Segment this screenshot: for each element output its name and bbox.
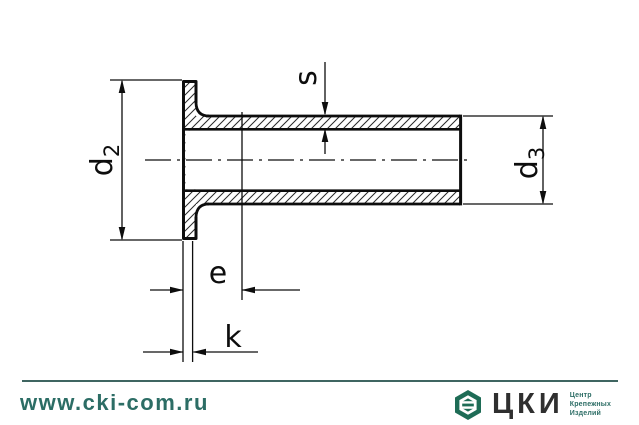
head-top-fillet xyxy=(194,102,210,118)
drawing-area: d2 s d3 e k xyxy=(85,62,553,362)
d3-arrow-up xyxy=(539,115,547,129)
d3-arrow-down xyxy=(539,191,547,205)
dim-label-k: k xyxy=(224,320,242,355)
s-arrow-down xyxy=(321,102,329,116)
logo-tagline-line1: Центр xyxy=(569,392,592,399)
d2-arrow-down xyxy=(118,227,126,241)
head-bottom-fillet xyxy=(194,202,210,218)
dim-label-s: s xyxy=(289,70,324,86)
s-arrow-up xyxy=(321,128,329,142)
logo-abbreviation: ЦКИ xyxy=(492,388,564,420)
k-arrow-left xyxy=(192,348,206,356)
tube-bottom-wall-hatch xyxy=(196,191,460,204)
rivet-head-outline xyxy=(182,80,198,240)
e-arrow-left xyxy=(241,286,255,294)
logo-tagline-line2: Крепежных xyxy=(569,401,612,408)
dimension-d3 xyxy=(463,115,553,205)
dim-label-e: e xyxy=(209,256,227,291)
rivet-technical-drawing: d2 s d3 e k xyxy=(85,62,553,362)
website-url: www.cki-com.ru xyxy=(20,390,209,415)
tube-top-wall-hatch xyxy=(196,116,460,129)
d2-arrow-up xyxy=(118,79,126,93)
k-arrow-right xyxy=(170,348,184,356)
hex-nut-icon xyxy=(455,390,481,420)
dimension-d2 xyxy=(110,79,182,241)
footer-separator xyxy=(22,380,618,382)
logo-tagline: Центр Крепежных Изделий xyxy=(570,391,611,418)
logo-tagline-line3: Изделий xyxy=(569,410,602,417)
dim-label-d2: d2 xyxy=(85,144,124,176)
dimension-e xyxy=(150,112,300,300)
dim-label-d3: d3 xyxy=(510,147,549,179)
dimension-s xyxy=(321,62,329,154)
e-arrow-right xyxy=(170,286,184,294)
dimension-k xyxy=(143,241,258,362)
cki-logo: ЦКИ Центр Крепежных Изделий xyxy=(453,388,611,421)
